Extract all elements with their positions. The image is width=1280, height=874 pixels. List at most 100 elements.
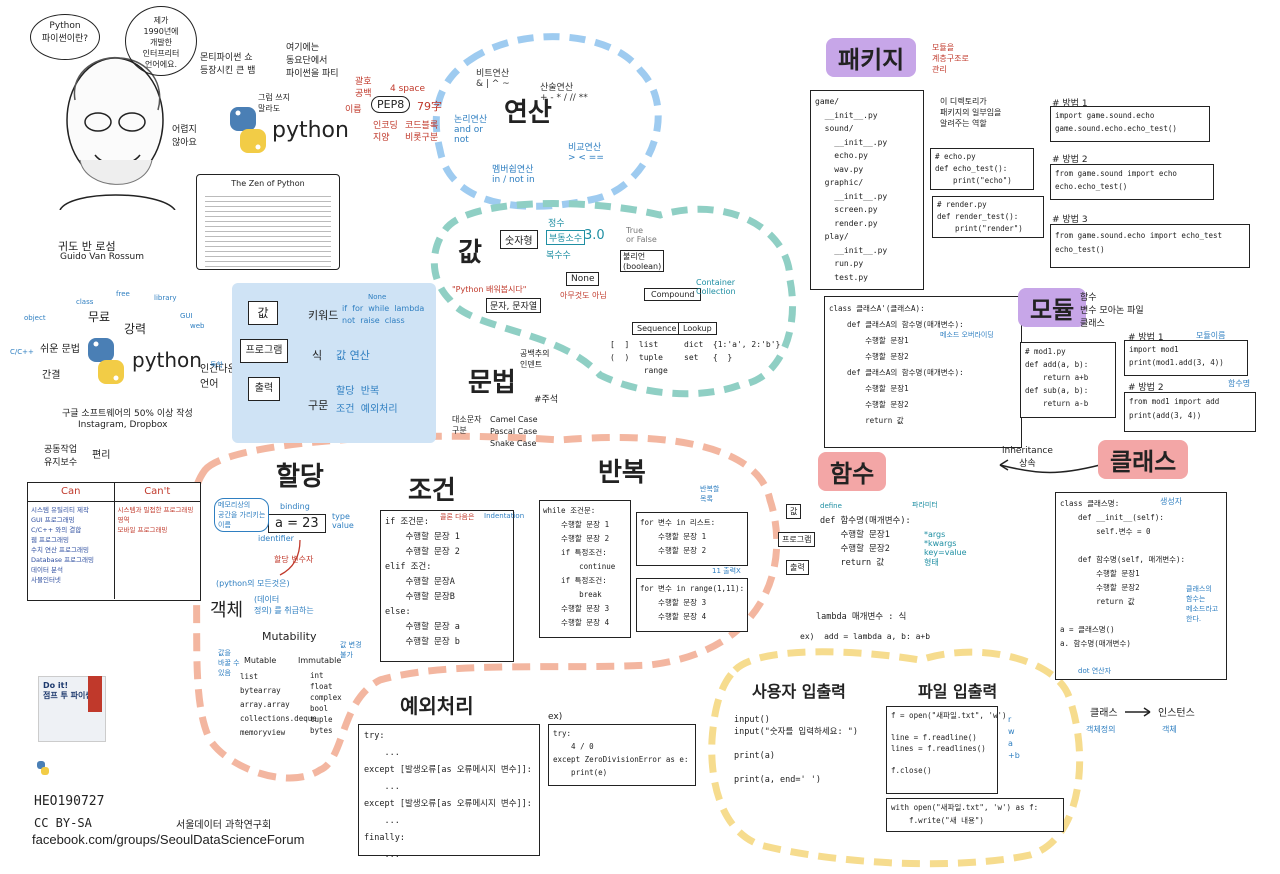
value-string: 문자, 문자열 — [486, 298, 542, 313]
for-code: for 변수 in 리스트: 수행할 문장 1 수행할 문장 2 — [640, 518, 716, 555]
while-code: while 조건문: 수행할 문장 1 수행할 문장 2 if 특정조건: co… — [543, 506, 616, 627]
can-item: Database 프로그래밍 — [31, 556, 94, 564]
stmt-label: 구문 — [308, 399, 329, 412]
function-flow-output: 출력 — [786, 560, 809, 575]
book-title: Do it! 점프 투 파이썬 — [43, 681, 93, 700]
credit-url[interactable]: facebook.com/groups/SeoulDataScienceForu… — [32, 832, 305, 847]
pep8-notes: 괄호 공백 4 space 이름 PEP8 79字 인코딩 코드블록 지양 비롯… — [345, 74, 465, 144]
can-item: C/C++ 와의 결합 — [31, 526, 82, 534]
value-lookup: Lookup — [678, 322, 717, 335]
function-define: define — [820, 502, 842, 510]
instance-from-sub: 객체정의 — [1086, 725, 1116, 734]
io-cloud — [708, 648, 1084, 868]
loop-note-range: 11 출력X — [712, 567, 741, 575]
values-title: 값 — [458, 238, 482, 268]
credit-org: 서울데이터 과학연구회 — [176, 820, 272, 831]
operators-title: 연산 — [504, 98, 552, 128]
op-logic: 논리연산 and or not — [454, 115, 488, 145]
keywords-label: 키워드 — [308, 309, 339, 322]
credit-license: CC BY-SA — [34, 816, 92, 830]
assign-title: 할당 — [276, 462, 324, 492]
feature-note: web — [190, 322, 205, 330]
assign-identifier: identifier — [258, 534, 294, 543]
assign-mutable: Mutable — [244, 656, 277, 665]
zen-of-python-panel: The Zen of Python — [196, 174, 340, 270]
pep8-note: 괄호 — [355, 77, 372, 87]
module-code: # mod1.py def add(a, b): return a+b def … — [1025, 347, 1089, 408]
instance-to: 인스턴스 — [1158, 708, 1195, 719]
speech-bubble-2: 제가 1990년에 개발한 인터프리터 언어에요. — [125, 6, 197, 76]
render-code: # render.py def render_test(): print("re… — [937, 200, 1023, 233]
zen-title: The Zen of Python — [231, 179, 305, 188]
value-compound: Compound — [644, 288, 702, 301]
feature-note: free — [116, 290, 130, 298]
book-side-icon — [88, 676, 102, 712]
package-m2-box: from game.sound import echo echo.echo_te… — [1050, 164, 1214, 200]
assign-change-note: 값을 바꿀 수 있음 — [218, 649, 240, 677]
class-code-box: class 클래스명: def __init__(self): self.변수 … — [1055, 492, 1227, 680]
flow-program: 프로그램 — [240, 339, 288, 363]
function-lambda-example: ex) add = lambda a, b: a+b — [800, 632, 931, 641]
assign-object-note: (python의 모든것은) — [216, 579, 290, 588]
can-item: 시스템 유틸리티 제작 — [31, 506, 89, 514]
value-float: 부동소수 — [546, 230, 586, 245]
echo-code-box: # echo.py def echo_test(): print("echo") — [930, 148, 1034, 190]
feature-human: 인간다운 언어 — [200, 364, 237, 390]
file-io-code-box: f = open("새파일.txt", 'w') line = f.readli… — [886, 706, 1007, 794]
credit-id: HEO190727 — [34, 794, 105, 809]
value-string-example: "Python 배워봅시다" — [452, 285, 527, 294]
class-code: class 클래스명: def __init__(self): self.변수 … — [1060, 499, 1186, 648]
function-code: def 함수명(매개변수): 수행할 문장1 수행할 문장2 return 값 — [820, 516, 911, 568]
class-inherit-label: inheritance 상속 — [1002, 446, 1053, 469]
class-inherit-box: class 클래스A'(클래스A): def 클래스A의 함수명(매개변수): … — [824, 296, 1022, 448]
syntax-title: 문법 — [468, 368, 516, 398]
module-code-box: # mod1.py def add(a, b): return a+b def … — [1020, 342, 1116, 418]
package-tree-box: game/ __init__.py sound/ __init__.py ech… — [810, 90, 924, 290]
condition-title: 조건 — [408, 476, 456, 506]
pep8-note: 인코딩 — [373, 121, 398, 131]
creator-name-en: Guido Van Rossum — [60, 252, 145, 262]
function-param-note: 파라미터 — [912, 501, 938, 509]
can-item: GUI 프로그래밍 — [31, 516, 75, 524]
assign-fixed-note: 값 변경 불가 — [340, 641, 362, 659]
function-lambda: lambda 매개변수 : 식 — [816, 612, 907, 622]
exception-code: try: ... except [발생오류[as 오류메시지 변수]]: ...… — [364, 731, 532, 860]
range-code-box: for 변수 in range(1,11): 수행할 문장 3 수행할 문장 4 — [636, 578, 748, 632]
zen-lines — [205, 192, 331, 267]
value-bool: 불리언 (boolean) — [620, 250, 665, 272]
user-io-code: input() input("숫자를 입력하세요: ") print(a) pr… — [734, 715, 858, 785]
feature-note: object — [24, 314, 46, 322]
file-io-modes: r w a +b — [1008, 715, 1020, 760]
module-m1-note: 모듈이름 — [1196, 331, 1226, 340]
value-true-false: True or False — [626, 226, 657, 244]
feature-notes: class object free library GUI web C/C++ … — [10, 290, 250, 400]
feature-note: 독학 — [210, 361, 223, 369]
module-m2-box: from mod1 import add print(add(3, 4)) — [1124, 392, 1256, 432]
package-tree: game/ __init__.py sound/ __init__.py ech… — [815, 97, 888, 282]
small-python-icon — [36, 760, 50, 776]
assign-mutability: Mutability — [262, 630, 317, 643]
condition-code-box: if 조건문: 수행할 문장 1 수행할 문장 2 elif 조건: 수행할 문… — [380, 510, 514, 662]
monty-note: 몬티파이썬 쇼 등장시킨 큰 뱀 — [200, 53, 256, 76]
stmt-items: 할당 반복 조건 예외처리 — [336, 386, 398, 415]
module-m2-note: 함수명 — [1228, 379, 1251, 388]
values-cloud — [430, 200, 797, 398]
class-method-note: 클래스의 함수는 메소드라고 한다. — [1186, 585, 1219, 623]
feature-concise: 간결 — [42, 370, 61, 381]
function-title: 함수 — [818, 452, 887, 491]
package-m1-code: import game.sound.echo game.sound.echo.e… — [1055, 111, 1177, 133]
package-note: 모듈을 계층구조로 관리 — [932, 43, 969, 74]
op-member: 멤버쉽연산 in / not in — [492, 165, 535, 185]
guido-portrait — [40, 40, 180, 210]
package-title: 패키지 — [826, 38, 917, 77]
syntax-indent: 공백추의 인덴트 — [520, 349, 550, 369]
loop-title: 반복 — [598, 458, 646, 488]
can-cant-table: Can Can't 시스템 유틸리티 제작 GUI 프로그래밍 C/C++ 와의… — [27, 482, 201, 601]
syntax-case-styles: Camel Case Pascal Case Snake Case — [490, 415, 538, 448]
exception-code-box: try: ... except [발생오류[as 오류메시지 변수]]: ...… — [358, 724, 540, 860]
syntax-case: 대소문자 구분 — [452, 415, 482, 435]
file-io-title: 파일 입출력 — [918, 682, 998, 701]
package-init-note: 이 디렉토리가 패키지의 일부임을 알려주는 역할 — [940, 97, 1002, 128]
why-note: 그럼 쓰지 말라도 — [258, 93, 290, 113]
feature-collab: 공동작업 유지보수 — [44, 445, 78, 468]
